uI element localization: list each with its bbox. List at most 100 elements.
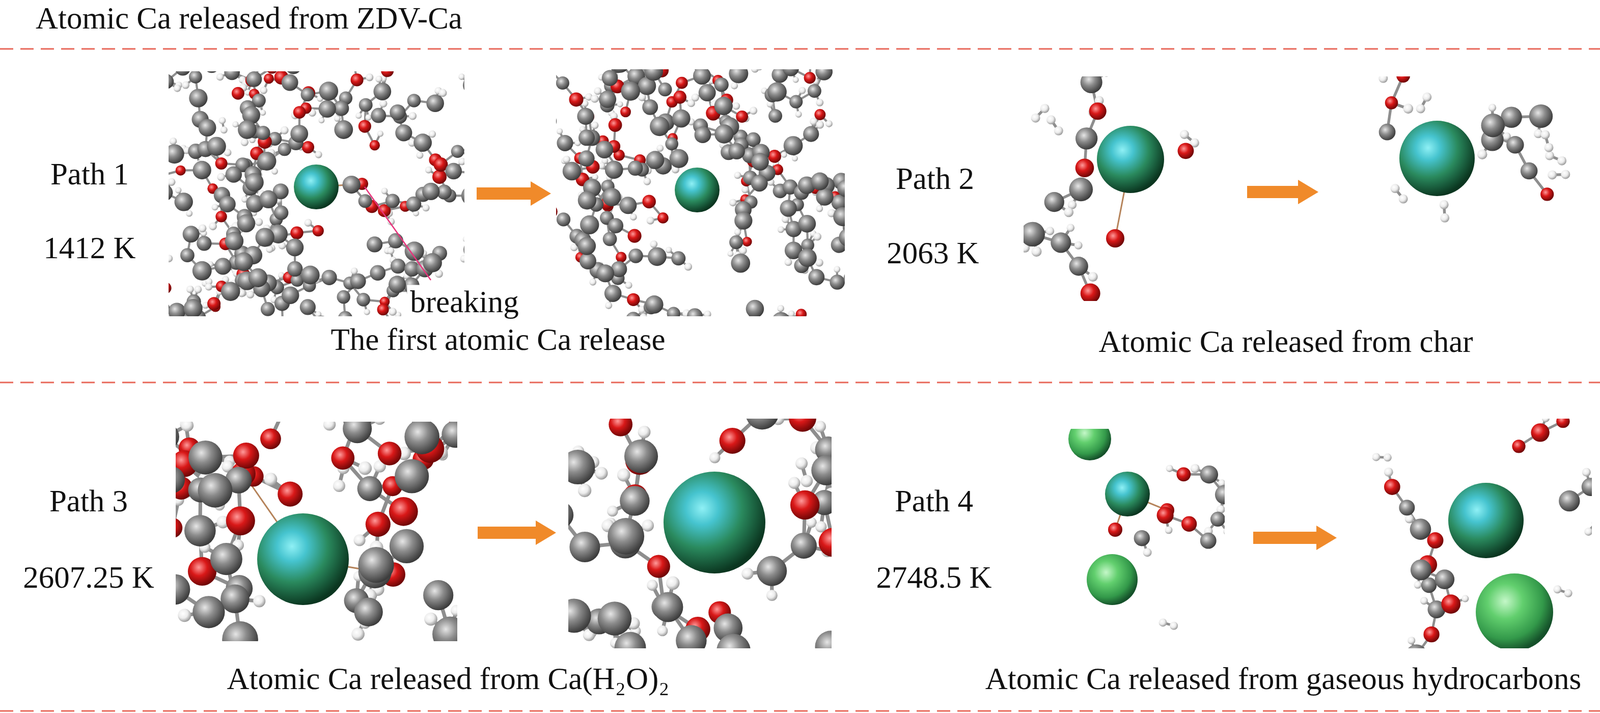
carbon-atom (601, 69, 618, 86)
hydrogen-atom (216, 73, 225, 81)
hydrogen-atom (800, 474, 813, 487)
carbon-atom (248, 268, 268, 288)
snapshot-ground (175, 421, 458, 642)
caption: Atomic Ca released from Ca(H₂O)₂ (226, 661, 670, 696)
carbon-atom (192, 595, 225, 628)
carbon-atom (422, 182, 440, 201)
carbon-atom (577, 236, 596, 255)
hydrogen-atom (220, 126, 228, 134)
hydrogen-atom (1179, 129, 1190, 140)
hydrogen-atom (216, 173, 226, 182)
oxygen-atom (818, 527, 832, 557)
carbon-atom (602, 187, 621, 207)
carbon-atom (237, 120, 257, 140)
hydrogen-atom (729, 198, 737, 207)
calcium-atom (257, 513, 349, 605)
oxygen-atom (657, 212, 669, 224)
carbon-atom (619, 196, 637, 214)
oxygen-atom (330, 446, 355, 470)
hydrogen-atom (425, 166, 433, 174)
hydrogen-atom (607, 505, 619, 517)
carbon-atom (625, 311, 641, 317)
path-label: Path 4 (894, 483, 974, 518)
carbon-atom (234, 252, 254, 272)
carbon-atom (628, 248, 644, 264)
hydrogen-atom (734, 228, 742, 236)
carbon-atom (192, 261, 212, 281)
hydrogen-atom (377, 130, 384, 137)
oxygen-atom (1540, 187, 1554, 201)
oxygen-atom (675, 76, 688, 90)
hydrogen-atom (1063, 207, 1074, 217)
hydrogen-atom (388, 307, 397, 316)
carbon-atom (810, 172, 829, 191)
hydrogen-atom (1547, 170, 1557, 180)
transition-arrow (477, 520, 557, 545)
hydrogen-atom (625, 281, 633, 289)
carbon-atom (595, 140, 614, 159)
carbon-atom (333, 100, 349, 117)
carbon-atom (273, 205, 289, 220)
oxygen-atom (647, 555, 671, 578)
carbon-atom (356, 292, 371, 307)
oxygen-atom (627, 229, 642, 243)
carbon-atom (286, 238, 305, 257)
carbon-atom (672, 109, 691, 128)
hydrogen-atom (240, 138, 249, 147)
molecular-snapshot (568, 418, 832, 649)
hydrogen-atom (604, 301, 613, 310)
carbon-atom (404, 421, 440, 455)
oxygen-atom (642, 195, 656, 209)
molecular-snapshot (1066, 428, 1225, 649)
hydrogen-atom (458, 73, 465, 80)
carbon-atom (188, 440, 223, 475)
carbon-atom (779, 199, 797, 217)
hydrogen-atom (169, 137, 177, 145)
hydrogen-atom (684, 262, 693, 271)
oxygen-atom (1396, 76, 1411, 83)
hydrogen-atom (271, 168, 279, 175)
carbon-atom (644, 69, 664, 81)
calcium-atom (1399, 120, 1475, 197)
hydrogen-atom (175, 186, 182, 194)
hydrogen-atom (365, 114, 372, 121)
carbon-atom (782, 69, 799, 77)
carbon-atom (214, 257, 232, 275)
carbon-atom (808, 268, 825, 286)
hydrogen-atom (375, 75, 383, 84)
dashed-separator (0, 710, 1600, 712)
carbon-atom (751, 152, 769, 171)
temperature-label: 2063 K (886, 235, 979, 270)
carbon-atom (244, 173, 264, 192)
temperature-label: 2607.25 K (22, 560, 155, 595)
hydrogen-atom (1169, 621, 1178, 630)
carbon-atom (1200, 532, 1217, 549)
hydrogen-atom (422, 204, 430, 212)
carbon-atom (1200, 465, 1219, 484)
oxygen-atom (804, 71, 816, 84)
hydrogen-atom (1557, 156, 1567, 166)
oxygen-atom (233, 442, 260, 469)
path-label: Path 2 (895, 161, 975, 196)
hydrogen-atom (813, 232, 822, 241)
hydrogen-atom (353, 534, 366, 546)
hydrogen-atom (424, 612, 438, 626)
oxygen-atom (790, 490, 820, 520)
carbon-atom (665, 137, 679, 151)
hydrogen-atom (1223, 527, 1225, 535)
carbon-atom (714, 124, 734, 144)
hydrogen-atom (784, 258, 792, 266)
carbon-atom (646, 150, 665, 170)
oxygen-atom (293, 105, 307, 119)
carbon-atom (188, 71, 203, 84)
hydrogen-atom (791, 155, 798, 162)
carbon-atom (1529, 104, 1553, 128)
carbon-atom (1520, 162, 1538, 180)
hydrogen-atom (1420, 596, 1428, 605)
carbon-atom (358, 194, 373, 208)
oxygen-atom (1511, 439, 1526, 453)
carbon-atom (604, 284, 622, 302)
oxygen-atom (290, 226, 303, 239)
carbon-atom (604, 160, 624, 179)
